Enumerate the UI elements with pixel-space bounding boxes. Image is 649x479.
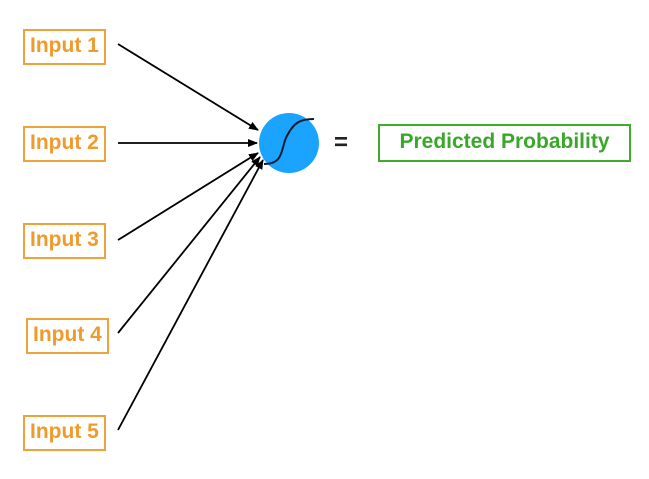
input-3-box: Input 3 (23, 223, 106, 259)
arrow-input-4 (117, 156, 261, 334)
input-4-label: Input 4 (33, 323, 102, 346)
input-4-box: Input 4 (26, 318, 109, 354)
arrow-input-1 (117, 43, 259, 131)
input-2-box: Input 2 (23, 126, 106, 162)
input-5-box: Input 5 (23, 415, 106, 451)
input-3-label: Input 3 (30, 228, 99, 251)
input-1-box: Input 1 (23, 29, 106, 65)
arrow-input-3 (117, 152, 259, 241)
arrow-input-5 (117, 159, 264, 431)
input-2-label: Input 2 (30, 131, 99, 154)
output-label: Predicted Probability (399, 130, 610, 153)
equals-sign: = (334, 129, 349, 156)
output-box: Predicted Probability (378, 124, 631, 162)
neuron-node (259, 113, 319, 173)
input-1-label: Input 1 (30, 34, 99, 57)
sigmoid-curve-icon (263, 118, 315, 165)
input-5-label: Input 5 (30, 420, 99, 443)
